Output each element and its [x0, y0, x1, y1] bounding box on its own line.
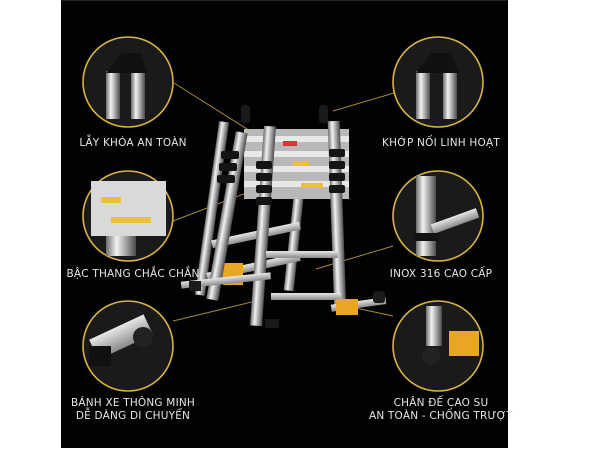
ladder-front: [180, 120, 387, 328]
feature-label-line: BÁNH XE THÔNG MINH: [70, 397, 196, 409]
ladder-illustration: [82, 36, 484, 392]
feature-label-sturdy-steps: BẬC THANG CHẮC CHẮN: [66, 268, 200, 280]
feature-label-rubber-feet: CHÂN ĐẾ CAO SU AN TOÀN - CHỐNG TRƯỢT: [369, 397, 513, 423]
feature-label-smart-wheels: BÁNH XE THÔNG MINH DỄ DÀNG DI CHUYỂN: [71, 397, 195, 423]
feature-label-line: DỄ DÀNG DI CHUYỂN: [75, 410, 191, 422]
hinge-closeup-icon: [392, 36, 484, 128]
latch-closeup-icon: [82, 36, 174, 128]
wheel-closeup-icon: [82, 300, 174, 392]
feature-label-line: AN TOÀN - CHỐNG TRƯỢT: [368, 410, 514, 422]
detail-circles: [82, 36, 484, 392]
feature-label-flexible-joint: KHỚP NỐI LINH HOẠT: [382, 137, 500, 149]
feature-label-stainless: INOX 316 CAO CẤP: [389, 268, 493, 280]
product-infographic: LẪY KHÓA AN TOÀN KHỚP NỐI LINH HOẠT BẬC …: [61, 0, 513, 448]
feature-label-line: CHÂN ĐẾ CAO SU: [393, 397, 489, 409]
feature-label-safety-latch: LẪY KHÓA AN TOÀN: [79, 137, 187, 149]
